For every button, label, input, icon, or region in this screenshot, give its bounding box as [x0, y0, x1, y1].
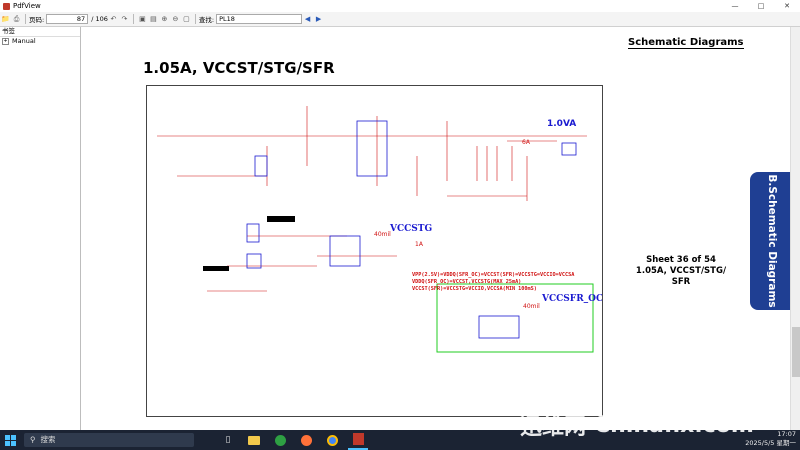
toolbar-separator	[25, 14, 26, 24]
bookmark-item-manual[interactable]: + Manual	[0, 37, 80, 46]
watermark-logo-cn: 迅维网	[520, 415, 587, 440]
vertical-scrollbar[interactable]	[790, 27, 800, 430]
actual-size-icon[interactable]: ▢	[183, 15, 190, 23]
label-1a: 1A	[415, 241, 424, 248]
note-line-2: VDDQ(SFR_OC)=VCCST,VCCSTG(MAX 25mA)	[412, 279, 521, 285]
clock-date: 2025/5/5 星期一	[745, 439, 796, 447]
fit-page-icon[interactable]: ▣	[139, 15, 146, 23]
sheet-title-line: 1.05A, VCCST/STG/	[635, 266, 727, 276]
page-label: 页码:	[29, 16, 45, 24]
note-line-1: VPP(2.5V)=VDDQ(SFR_OC)=VCCST(SFR)=VCCSTG…	[412, 272, 575, 278]
file-explorer-icon[interactable]	[244, 430, 264, 450]
open-folder-icon[interactable]: 📁	[1, 15, 10, 23]
fit-width-icon[interactable]: ▤	[150, 15, 157, 23]
find-input[interactable]: PL18	[216, 14, 303, 24]
redaction-block	[203, 266, 229, 271]
schematic-drawing: 1.0VA VCCSTG VCCSFR_OC 1A 40mil 40mil 6A…	[157, 106, 603, 353]
page-title: 1.05A, VCCST/STG/SFR	[143, 59, 335, 77]
section-side-tab: B.Schematic Diagrams	[750, 172, 794, 310]
label-vccstg: VCCSTG	[389, 224, 432, 234]
sheet-title-line: SFR	[671, 277, 691, 287]
chrome-icon[interactable]	[322, 430, 342, 450]
toolbar-separator	[194, 14, 196, 24]
prev-page-icon[interactable]: ↶	[110, 15, 117, 23]
label-1-0va: 1.0VA	[547, 119, 576, 129]
expand-icon[interactable]: +	[2, 38, 9, 45]
watermark-logo-en: Chinafix.com	[594, 412, 754, 438]
note-line-3: VCCST(SFR)=VCCSTG=VCCIO,VCCSA(MIN 100mS)	[412, 286, 537, 292]
firefox-icon[interactable]	[296, 430, 316, 450]
search-placeholder: 搜索	[40, 435, 56, 444]
window-title: PdfView	[13, 2, 41, 10]
bookmark-label: Manual	[12, 37, 36, 45]
scrollbar-thumb[interactable]	[792, 327, 800, 377]
find-prev-icon[interactable]: ◀	[304, 15, 311, 23]
label-40mil: 40mil	[523, 303, 540, 310]
zoom-in-icon[interactable]: ⊕	[161, 15, 168, 23]
redaction-block	[267, 216, 295, 222]
task-view-icon[interactable]: ▯	[225, 435, 231, 445]
toolbar-separator	[132, 14, 134, 24]
sheet-info: Sheet 36 of 54 1.05A, VCCST/STG/ SFR	[616, 255, 746, 288]
find-next-icon[interactable]: ▶	[315, 15, 322, 23]
close-button[interactable]: ✕	[784, 2, 790, 10]
pdfview-taskbar-icon[interactable]	[348, 430, 368, 450]
minimize-button[interactable]: —	[731, 2, 739, 10]
zoom-out-icon[interactable]: ⊖	[172, 15, 179, 23]
document-page: Schematic Diagrams 1.05A, VCCST/STG/SFR	[82, 27, 790, 430]
bookmark-panel: 书签 + Manual	[0, 27, 81, 430]
schematic-diagram: 1.0VA VCCSTG VCCSFR_OC 1A 40mil 40mil 6A…	[146, 85, 603, 417]
label-vccsfr-oc: VCCSFR_OC	[541, 294, 602, 304]
taskbar-search[interactable]: ⚲ 搜索	[24, 433, 194, 447]
next-page-icon[interactable]: ↷	[121, 15, 128, 23]
page-input[interactable]: 87	[46, 14, 89, 24]
windows-icon	[4, 434, 16, 446]
section-side-tab-label: B.Schematic Diagrams	[766, 174, 778, 308]
print-icon[interactable]: ⎙	[13, 14, 20, 23]
window-controls: — □ ✕	[722, 0, 800, 12]
app-icon	[3, 2, 10, 10]
taskbar: ⚲ 搜索 ▯ 17:07 2025/5/5 星期一	[0, 430, 800, 450]
title-bar: PdfView — □ ✕	[0, 0, 800, 12]
start-button[interactable]	[0, 430, 20, 450]
page-header: Schematic Diagrams	[628, 37, 744, 49]
clock-time: 17:07	[777, 430, 796, 438]
system-clock[interactable]: 17:07 2025/5/5 星期一	[745, 430, 796, 450]
edge-browser-icon[interactable]	[270, 430, 290, 450]
bookmark-header: 书签	[0, 27, 80, 37]
watermark: 迅维网 Chinafix.com	[520, 405, 790, 445]
toolbar: 📁 ⎙ 页码: 87 / 106 ↶ ↷ ▣ ▤ ⊕ ⊖ ▢ 查找: PL18 …	[0, 12, 800, 27]
find-label: 查找:	[198, 16, 215, 24]
sheet-number: Sheet 36 of 54	[646, 255, 716, 265]
maximize-button[interactable]: □	[757, 2, 765, 10]
search-icon: ⚲	[30, 435, 36, 444]
label-40mil: 40mil	[374, 231, 391, 238]
vccsfr-highlight-box	[436, 283, 594, 353]
label-6a: 6A	[522, 139, 531, 146]
page-total: / 106	[91, 15, 108, 23]
